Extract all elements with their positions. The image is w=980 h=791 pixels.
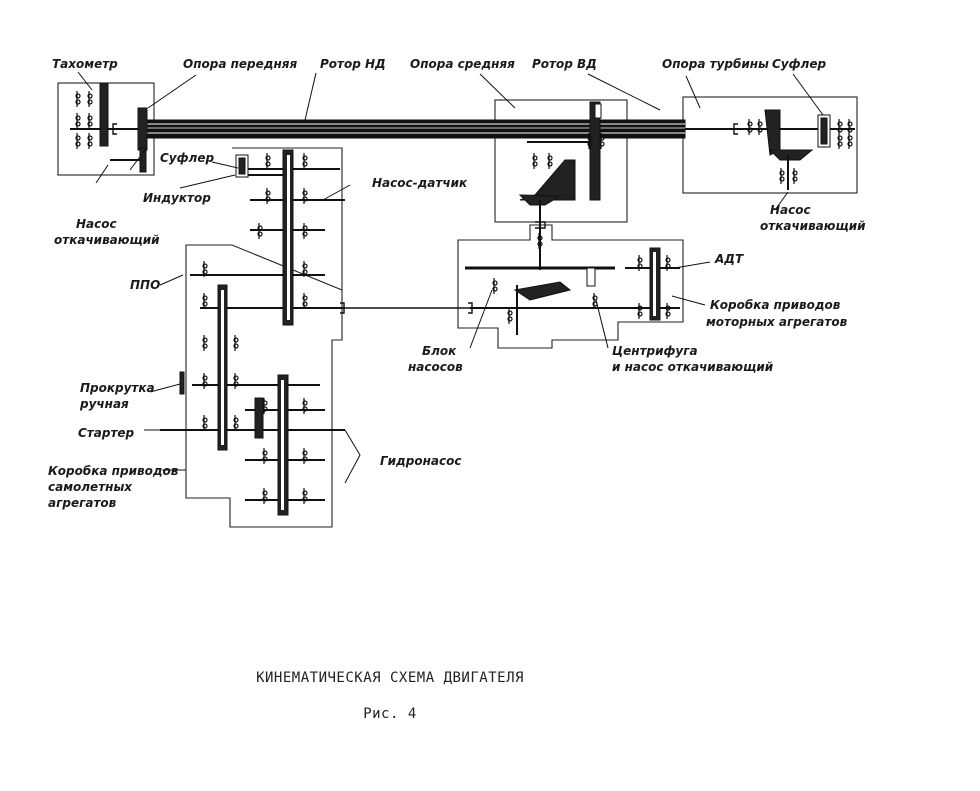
turbine-bevel-gear <box>764 109 781 156</box>
label-centrifuge-1: Центрифуга <box>612 344 698 358</box>
gearbox-shafts <box>160 168 680 501</box>
label-pump-sensor: Насос-датчик <box>372 176 468 190</box>
label-motor-gearbox-2: моторных агрегатов <box>706 315 848 329</box>
label-inductor: Индуктор <box>143 191 211 205</box>
rotor-vd-gear <box>589 101 601 201</box>
rotor-nd-shaft <box>142 119 686 139</box>
label-pump-block-2: насосов <box>408 360 463 374</box>
label-rotor-vd: Ротор ВД <box>532 57 597 71</box>
front-gear <box>137 107 148 151</box>
label-aircraft-gearbox-1: Коробка приводов <box>48 464 179 478</box>
leader-lines <box>77 71 824 484</box>
spur-gears <box>179 149 661 516</box>
label-ppo: ППО <box>130 278 160 292</box>
labels: Тахометр Опора передняя Ротор НД Опора с… <box>48 57 866 510</box>
label-manual-crank-1: Прокрутка <box>80 381 155 395</box>
label-pump-scavenge-right-2: откачивающий <box>760 219 866 233</box>
bevel-gears <box>513 109 831 301</box>
label-centrifuge-2: и насос откачивающий <box>612 360 774 374</box>
label-starter: Стартер <box>78 426 135 440</box>
aircraft-gearbox-housing <box>185 147 343 528</box>
centrifuge-bevel <box>513 281 572 301</box>
couplings <box>112 123 738 314</box>
turbine-support-housing <box>682 96 858 194</box>
inductor-gear <box>139 147 147 173</box>
motor-gearbox-housing <box>457 224 684 349</box>
label-breather-right: Суфлер <box>772 57 826 71</box>
label-aircraft-gearbox-2: самолетных <box>48 480 133 494</box>
label-aircraft-gearbox-3: агрегатов <box>48 496 117 510</box>
turbine-bevel-gear-2 <box>768 149 814 161</box>
label-motor-gearbox-1: Коробка приводов <box>710 298 841 312</box>
tachometer-gear <box>99 83 109 147</box>
middle-bevel-gear <box>519 159 576 201</box>
label-rotor-nd: Ротор НД <box>320 57 386 71</box>
label-pump-scavenge-left-1: Насос <box>76 217 117 231</box>
label-hydropump: Гидронасос <box>380 454 461 468</box>
label-turbine-support: Опора турбины <box>662 57 769 71</box>
label-middle-support: Опора средняя <box>410 57 515 71</box>
label-front-support: Опора передняя <box>183 57 297 71</box>
label-pump-scavenge-left-2: откачивающий <box>54 233 160 247</box>
label-pump-scavenge-right-1: Насос <box>770 203 811 217</box>
label-manual-crank-2: ручная <box>79 397 129 411</box>
housing-outlines <box>57 82 858 528</box>
label-tachometer: Тахометр <box>52 57 118 71</box>
label-pump-block-1: Блок <box>422 344 457 358</box>
caption-figure-number: Рис. 4 <box>363 706 417 722</box>
middle-support-housing <box>494 99 628 223</box>
label-breather-left: Суфлер <box>160 151 214 165</box>
label-adt: АДТ <box>714 252 744 266</box>
caption-title: КИНЕМАТИЧЕСКАЯ СХЕМА ДВИГАТЕЛЯ <box>256 670 524 686</box>
